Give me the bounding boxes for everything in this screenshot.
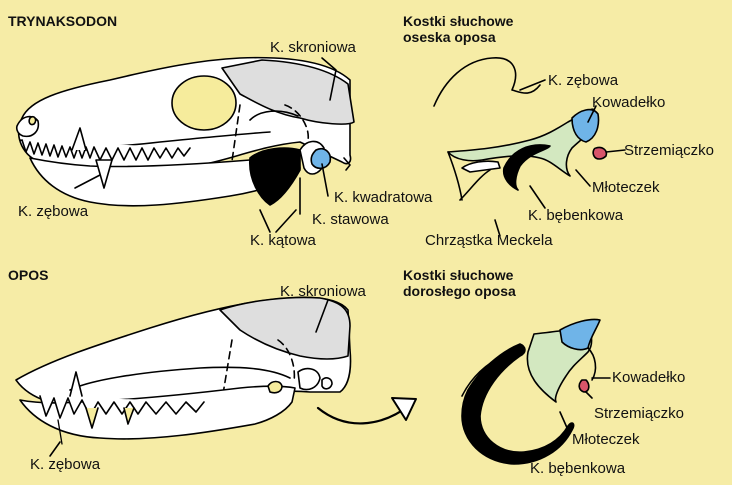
adult-ear-title-line2: dorosłego oposa — [403, 284, 516, 299]
adult-ear-title-line1: Kostki słuchowe — [403, 268, 513, 283]
label-dentary-bottom: K. zębowa — [30, 457, 100, 472]
label-meckel: Chrząstka Meckela — [425, 233, 553, 248]
opos-title: OPOS — [8, 268, 48, 283]
label-temporal-top: K. skroniowa — [270, 40, 356, 55]
label-dentary-top: K. zębowa — [18, 204, 88, 219]
label-incus-bottom: Kowadełko — [612, 370, 685, 385]
label-articular: K. stawowa — [312, 212, 389, 227]
label-stapes-top: Strzemiączko — [624, 143, 714, 158]
label-tympanic-bottom: K. bębenkowa — [530, 461, 625, 476]
label-incus-top: Kowadełko — [592, 95, 665, 110]
suckling-ear-title-line2: oseska oposa — [403, 30, 496, 45]
label-quadrate: K. kwadratowa — [334, 190, 432, 205]
label-angular: K. kątowa — [250, 233, 316, 248]
label-tympanic-top: K. bębenkowa — [528, 208, 623, 223]
opossum-skull — [16, 298, 416, 457]
trynaksodon-title: TRYNAKSODON — [8, 14, 117, 29]
label-temporal-bottom: K. skroniowa — [280, 284, 366, 299]
label-malleus-bottom: Młoteczek — [572, 432, 640, 447]
label-ear-dentary: K. zębowa — [548, 73, 618, 88]
label-malleus-top: Młoteczek — [592, 180, 660, 195]
suckling-ear-title-line1: Kostki słuchowe — [403, 14, 513, 29]
label-stapes-bottom: Strzemiączko — [594, 406, 684, 421]
